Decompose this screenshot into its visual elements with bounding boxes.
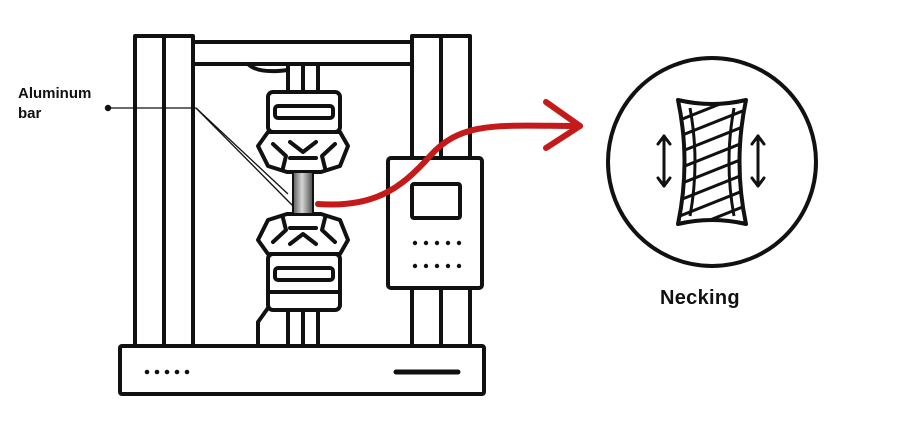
upper-grip-housing [266,90,342,134]
specimen-leader-lines [104,104,294,207]
aluminum-bar-label: Aluminum bar [18,84,91,124]
upper-jaw [256,130,350,174]
panel-indicator-dots [412,240,462,269]
tension-arrow-left-icon [656,134,672,188]
aluminum-bar-specimen [292,171,314,215]
necking-label: Necking [660,287,740,309]
base-indicator-dots [144,369,190,375]
necking-detail [606,56,818,268]
curved-arrow-right-icon [315,99,583,208]
testing-machine [118,34,486,396]
necked-specimen [676,98,748,226]
aluminum-bar-label-line2: bar [18,105,42,122]
tension-arrow-right-icon [750,134,766,188]
top-crossbeam [191,40,414,66]
lower-jaw [256,212,350,256]
control-panel-screen [410,182,462,220]
necking-detail-circle [606,56,818,268]
control-panel [386,156,484,290]
aluminum-bar-label-line1: Aluminum [18,85,92,102]
machine-base [118,344,486,396]
